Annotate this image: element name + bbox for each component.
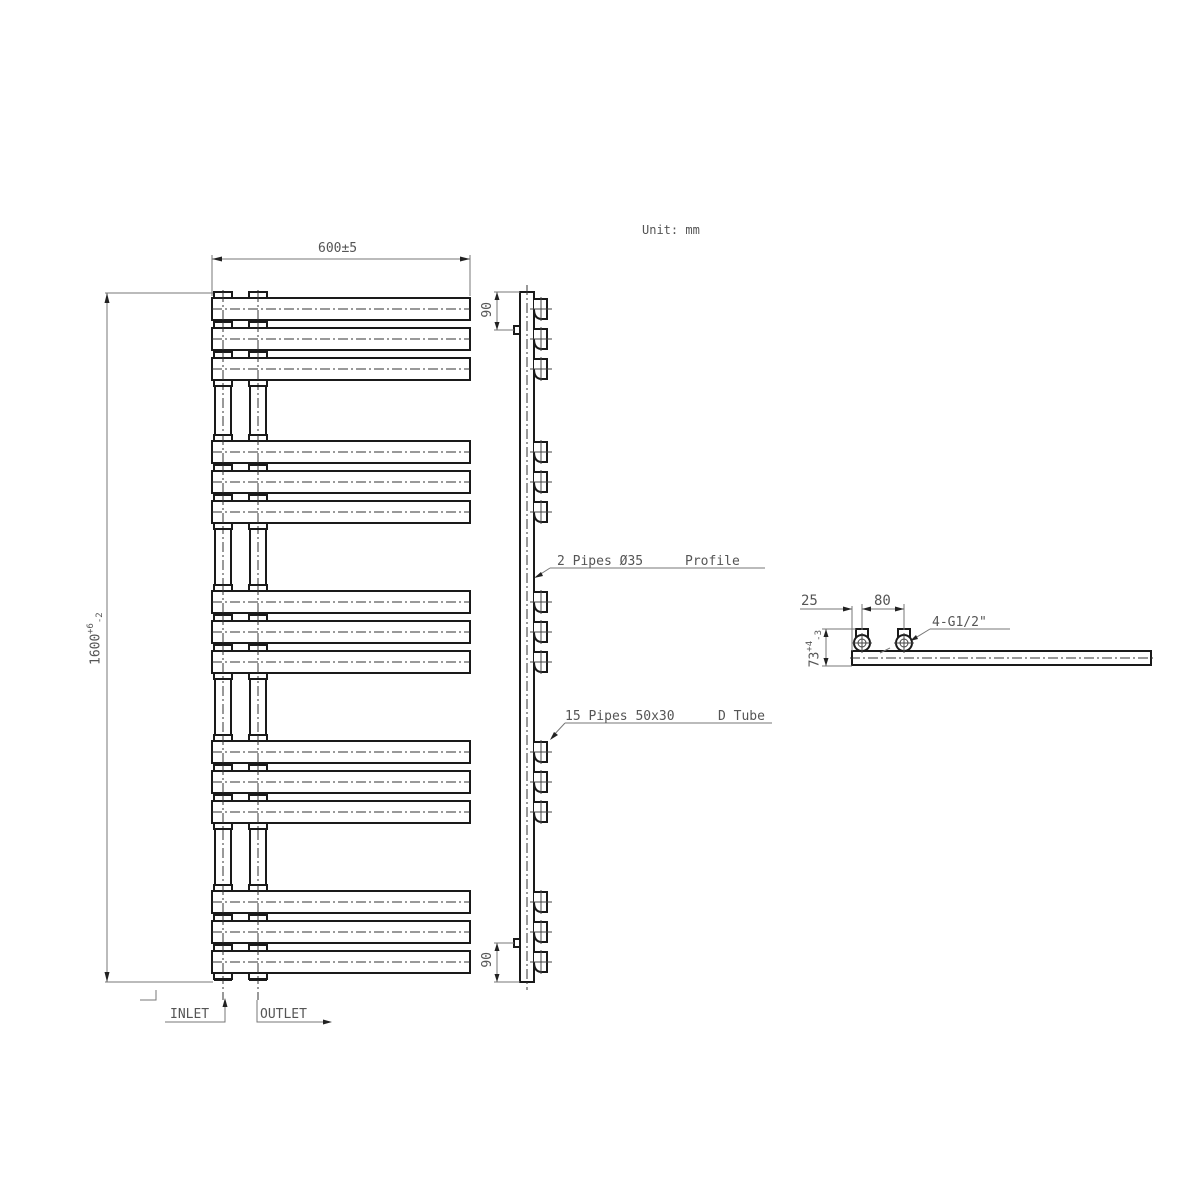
width-dimension-label: 600±5: [318, 241, 358, 256]
horizontal-bar: [211, 884, 471, 920]
horizontal-bar: [211, 794, 471, 830]
profile-callout-left: 2 Pipes Ø35: [557, 554, 644, 569]
depth-tolerance-upper: +4: [805, 640, 815, 652]
valve-outlet: [894, 628, 914, 653]
horizontal-bar: [211, 764, 471, 800]
depth-value: 73: [807, 651, 823, 668]
height-value: 1600: [88, 633, 104, 665]
d-tube-profile: [530, 440, 552, 464]
horizontal-bar: [211, 944, 471, 980]
horizontal-bar: [211, 351, 471, 387]
d-tube-profile: [530, 297, 552, 321]
tube-callout-leader: [550, 722, 772, 740]
d-tube-profile: [530, 770, 552, 794]
height-tolerance-lower: -2: [94, 612, 105, 623]
connection-callout-label: 4-G1/2": [932, 615, 987, 630]
connection-callout-leader: [879, 628, 1010, 654]
d-tube-profile: [530, 800, 552, 824]
offset-dimension-label: 25: [801, 593, 818, 609]
pipe-centers-dimension: [861, 604, 905, 630]
profile-callout-right: Profile: [685, 554, 740, 569]
profile-callout-leader: [534, 567, 765, 578]
unit-label: Unit: mm: [642, 223, 700, 237]
width-dimension: [211, 255, 471, 296]
pipe-centers-dimension-label: 80: [874, 593, 891, 609]
d-tube-profile: [530, 620, 552, 644]
depth-dimension-label: 73+4-3: [805, 630, 824, 668]
side-profile-view: [494, 285, 772, 990]
horizontal-bar: [211, 734, 471, 770]
horizontal-bar: [211, 321, 471, 357]
bottom-spacing-label: 90: [480, 952, 495, 968]
d-tube-profile: [530, 650, 552, 674]
d-tube-profile: [530, 357, 552, 381]
d-tube-profile: [530, 920, 552, 944]
horizontal-bar: [211, 614, 471, 650]
height-dimension-label: 1600+6-2: [86, 612, 105, 665]
depth-dimension: [822, 628, 856, 667]
d-tube-profile: [530, 950, 552, 974]
top-spacing-label: 90: [480, 302, 495, 318]
tube-callout-left: 15 Pipes 50x30: [565, 709, 675, 724]
horizontal-bar: [211, 291, 471, 327]
top-spacing-dimension: [494, 291, 520, 331]
d-tube-profile: [530, 890, 552, 914]
valve-inlet: [852, 628, 872, 653]
d-tube-profile: [530, 740, 552, 764]
inlet-outlet-markers: [140, 990, 332, 1025]
horizontal-bar: [211, 584, 471, 620]
horizontal-bar: [211, 914, 471, 950]
d-tube-profiles: [530, 297, 552, 974]
height-tolerance: +6-2: [86, 612, 105, 634]
horizontal-bar: [211, 464, 471, 500]
d-tube-profile: [530, 470, 552, 494]
horizontal-bars: [211, 291, 471, 980]
wall-bracket-bottom: [513, 938, 521, 948]
d-tube-profile: [530, 327, 552, 351]
inlet-label: INLET: [170, 1007, 210, 1022]
d-tube-profile: [530, 590, 552, 614]
horizontal-bar: [211, 644, 471, 680]
bottom-spacing-dimension: [494, 942, 520, 983]
tube-callout-right: D Tube: [718, 709, 765, 724]
d-tube-profile: [530, 500, 552, 524]
front-view: [104, 255, 471, 1025]
wall-bracket-top: [513, 325, 521, 335]
height-tolerance-upper: +6: [86, 622, 96, 634]
horizontal-bar: [211, 494, 471, 530]
horizontal-bar: [211, 434, 471, 470]
top-plan-view: [800, 604, 1155, 667]
depth-tolerance-lower: -3: [813, 630, 824, 641]
height-dimension: [104, 292, 213, 983]
outlet-label: OUTLET: [260, 1007, 307, 1022]
